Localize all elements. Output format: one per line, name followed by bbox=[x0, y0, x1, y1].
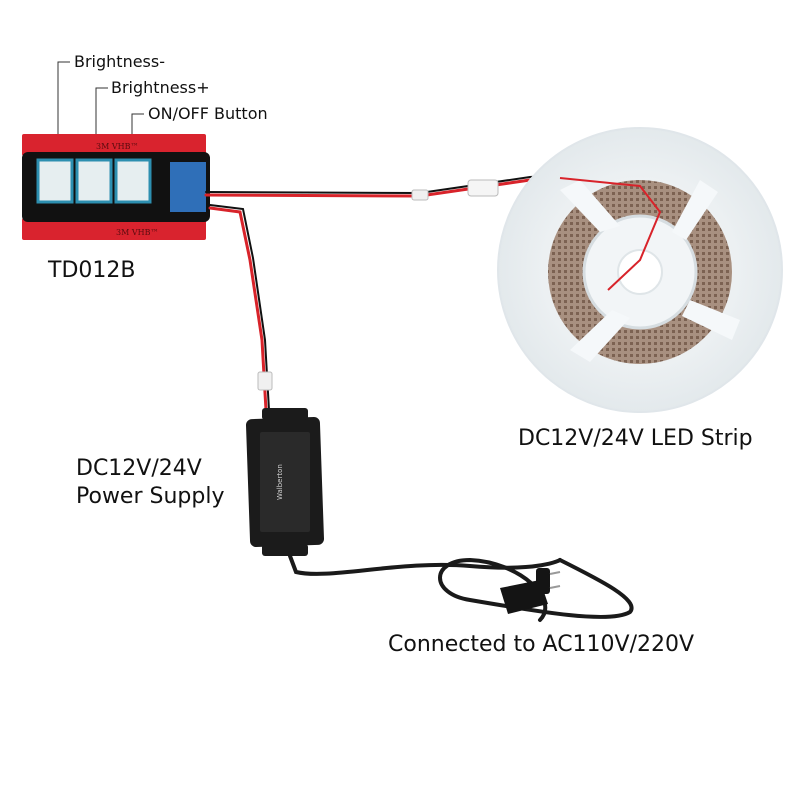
reel-spoke-4 bbox=[672, 180, 718, 240]
controller-model-label: TD012B bbox=[48, 258, 136, 283]
reel-spoke-2 bbox=[682, 300, 740, 340]
psu-tab-bottom bbox=[262, 544, 308, 556]
vhb-tape-bottom bbox=[22, 218, 206, 240]
button-brightness-minus bbox=[36, 158, 74, 204]
label-on-off-button: ON/OFF Button bbox=[148, 104, 268, 123]
button-brightness-plus bbox=[75, 158, 113, 204]
psu-tab-top bbox=[262, 408, 308, 420]
wire-controller-to-psu-black bbox=[209, 204, 270, 411]
controller-pcb bbox=[170, 162, 206, 212]
led-strip-reel bbox=[497, 127, 783, 413]
led-strip-label: DC12V/24V LED Strip bbox=[518, 426, 753, 451]
psu-label-plate bbox=[260, 432, 310, 532]
mains-connection-label: Connected to AC110V/220V bbox=[388, 632, 695, 657]
button-on-off bbox=[114, 158, 152, 204]
vhb-tape-top bbox=[22, 134, 206, 156]
reel-spoke-3 bbox=[570, 310, 630, 362]
power-supply-label-line2: Power Supply bbox=[76, 484, 225, 509]
power-supply-label-line1: DC12V/24V bbox=[76, 456, 202, 481]
psu-brand: Walberton bbox=[276, 464, 284, 500]
controller-td012b: 3M VHB™ 3M VHB™ bbox=[22, 134, 210, 240]
power-supply: Walberton bbox=[245, 408, 325, 556]
label-brightness-minus: Brightness- bbox=[74, 52, 165, 71]
wire-controller-to-psu-red bbox=[208, 206, 268, 412]
label-brightness-plus: Brightness+ bbox=[111, 78, 210, 97]
connector-strip bbox=[467, 179, 499, 197]
connector-psu bbox=[257, 371, 273, 391]
mains-plug bbox=[500, 568, 561, 614]
tape-marking-top: 3M VHB™ bbox=[96, 142, 138, 151]
connector-controller-strip bbox=[411, 189, 429, 201]
strip-lead-wire bbox=[559, 177, 662, 291]
reel-center bbox=[617, 249, 663, 295]
reel-spoke-1 bbox=[560, 180, 620, 232]
tape-marking-bottom: 3M VHB™ bbox=[116, 228, 158, 237]
mains-cord bbox=[288, 554, 634, 622]
